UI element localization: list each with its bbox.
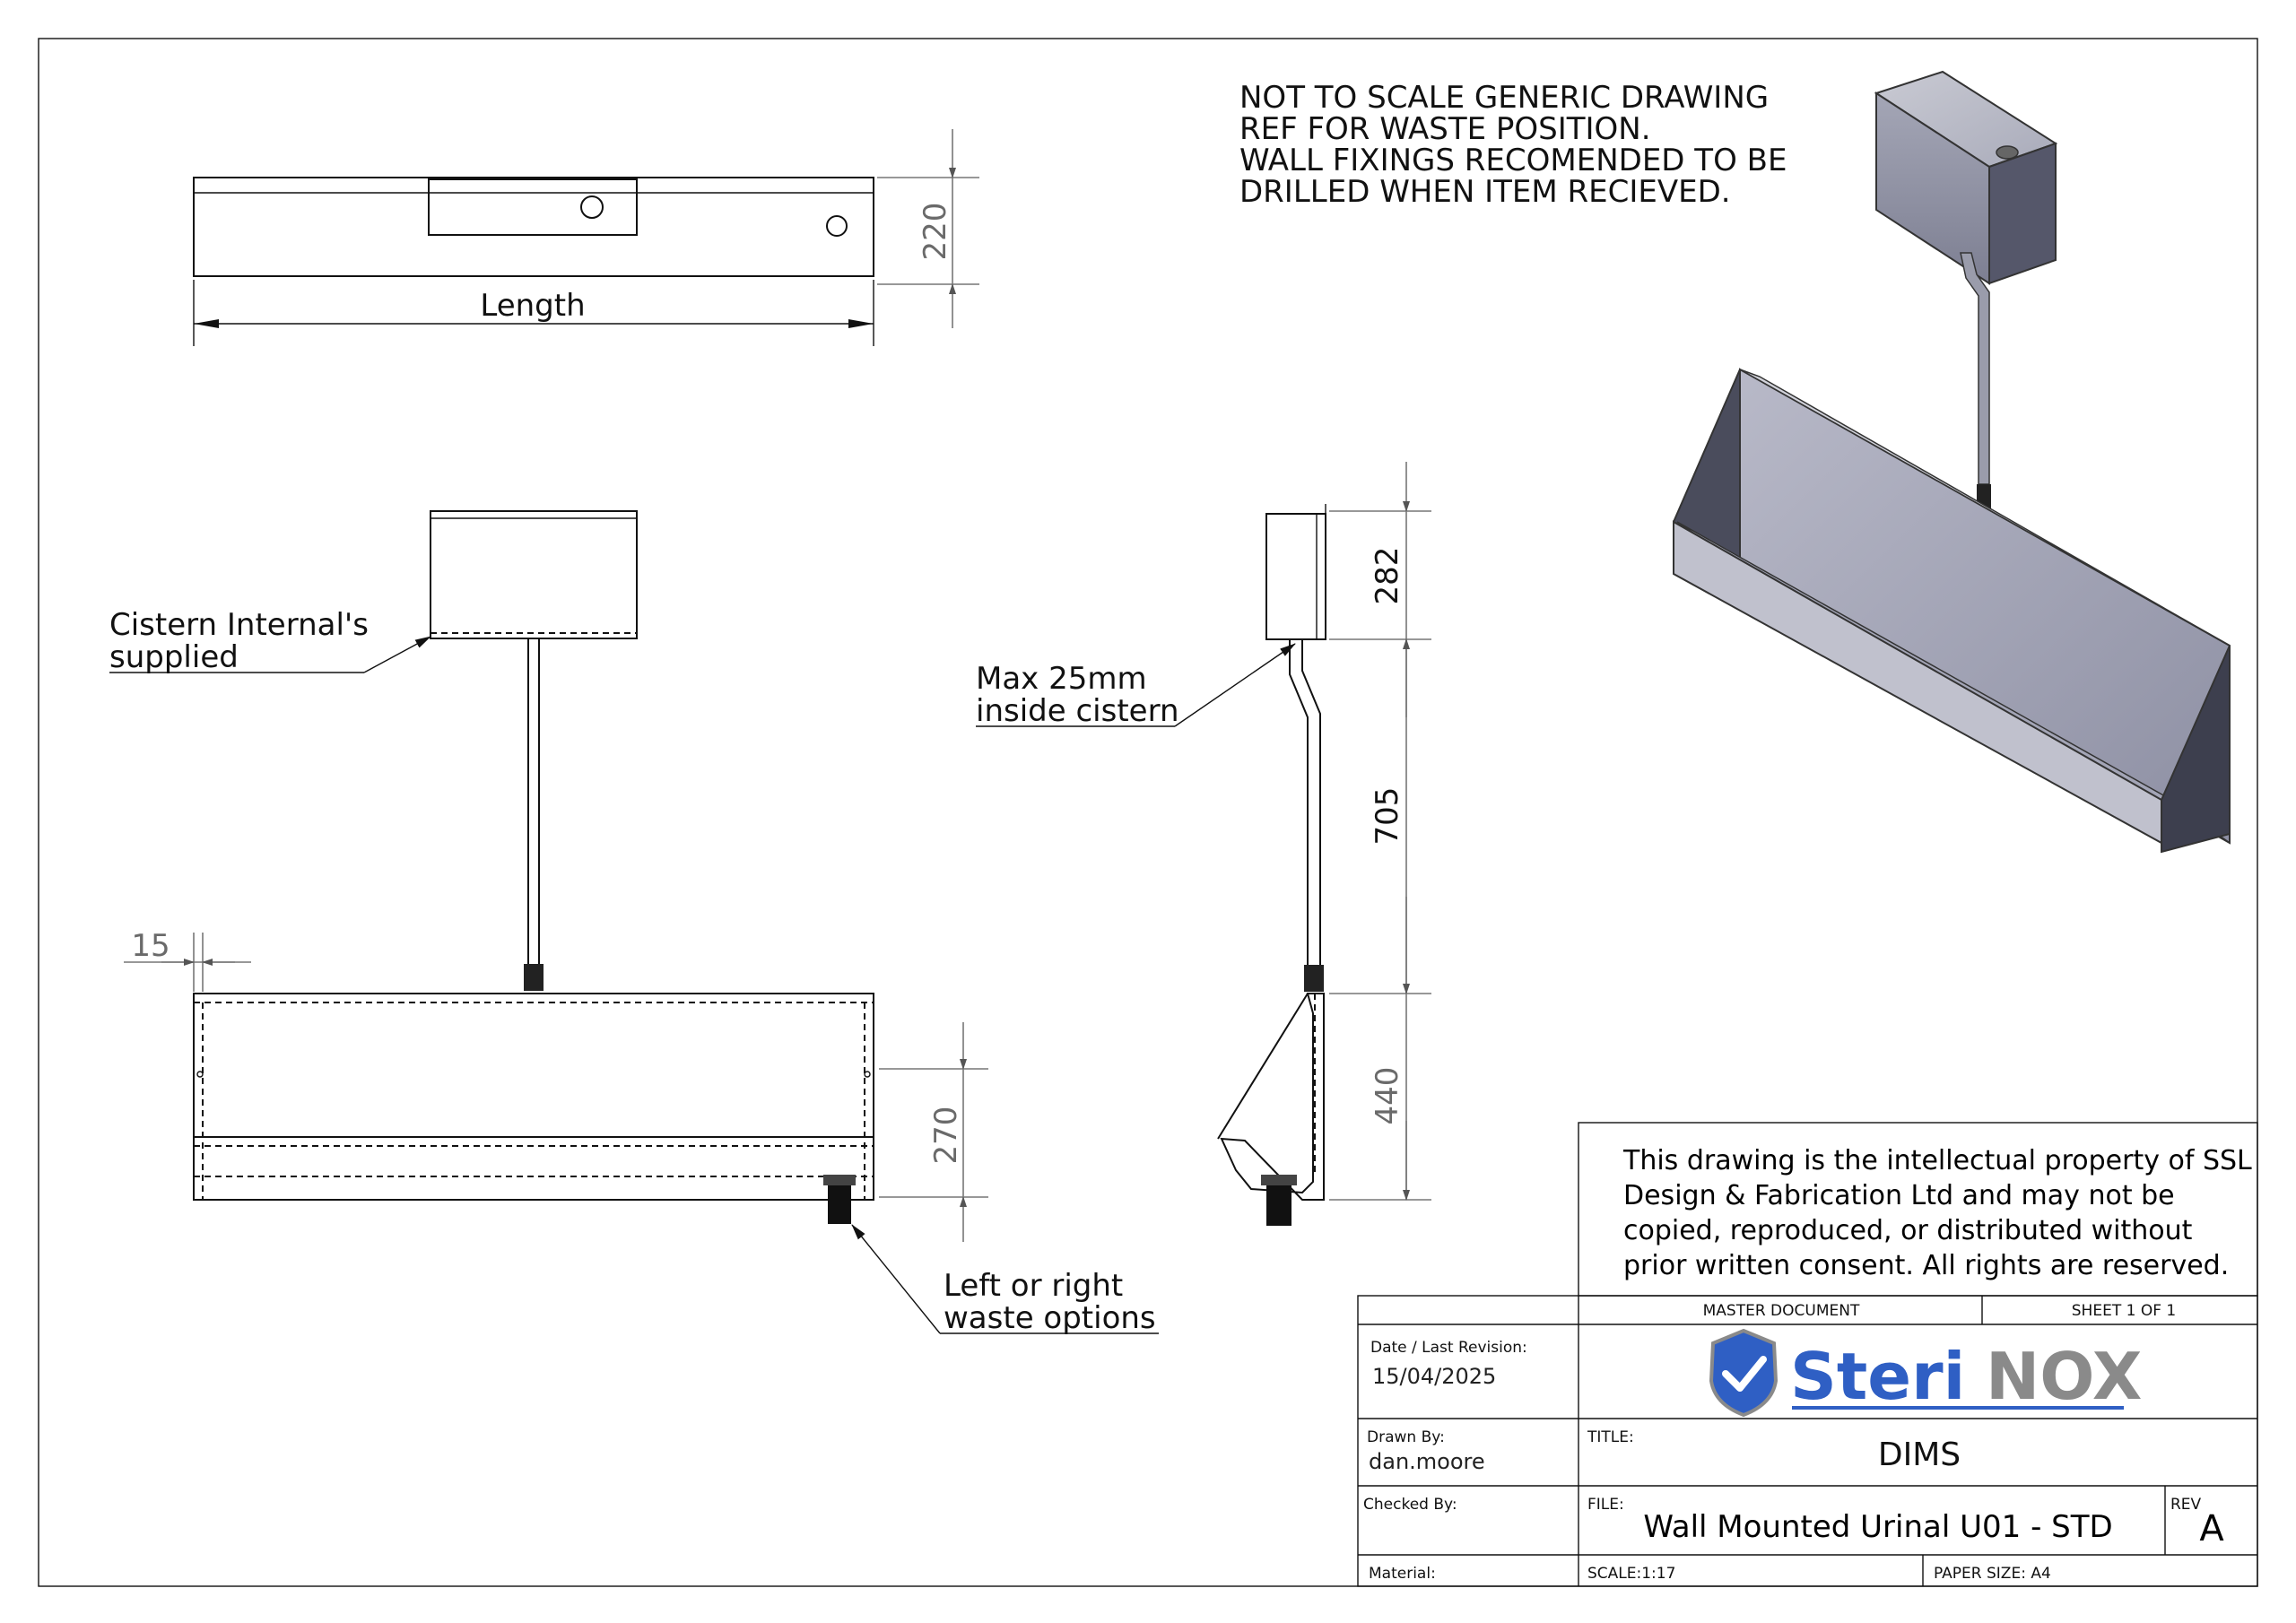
- note-line-4: DRILLED WHEN ITEM RECIEVED.: [1239, 174, 1731, 210]
- sheet-number: SHEET 1 OF 1: [2072, 1302, 2176, 1320]
- logo-text-nox: NOX: [1986, 1339, 2142, 1414]
- material-label: Material:: [1369, 1565, 1436, 1583]
- dim-440: 440: [1370, 1067, 1405, 1125]
- ip-notice: This drawing is the intellectual propert…: [1578, 1122, 2258, 1297]
- title-value: DIMS: [1878, 1436, 1961, 1473]
- waste-callout-line1: Left or right: [944, 1268, 1123, 1304]
- pipe-callout-line1: Max 25mm: [976, 661, 1147, 697]
- top-view: 220 Length: [193, 129, 979, 346]
- pipe-coupling: [524, 964, 544, 991]
- dim-15: 15: [131, 928, 170, 964]
- file-label: FILE:: [1587, 1496, 1624, 1514]
- drawn-by-label: Drawn By:: [1367, 1428, 1445, 1446]
- date-label: Date / Last Revision:: [1370, 1339, 1527, 1357]
- title-label: TITLE:: [1587, 1428, 1634, 1446]
- date-value: 15/04/2025: [1372, 1364, 1496, 1389]
- note-line-1: NOT TO SCALE GENERIC DRAWING: [1239, 80, 1769, 116]
- rev-value: A: [2199, 1508, 2224, 1549]
- side-view: 282 705 440 Max 25mm inside cistern: [976, 462, 1431, 1226]
- sterinox-logo: Steri NOX: [1709, 1328, 2142, 1418]
- sheet-border: [38, 38, 2258, 1587]
- ip-line-1: This drawing is the intellectual propert…: [1622, 1145, 2252, 1176]
- cistern-callout-line2: supplied: [109, 639, 239, 675]
- pipe-callout-line2: inside cistern: [976, 693, 1179, 729]
- cistern-callout-line1: Cistern Internal's: [109, 607, 369, 643]
- dim-270: 270: [928, 1107, 964, 1165]
- master-document: MASTER DOCUMENT: [1703, 1302, 1860, 1320]
- title-block: MASTER DOCUMENT SHEET 1 OF 1 Date / Last…: [1357, 1295, 2258, 1587]
- front-view: 15 270 Cistern Internal's supplied Left …: [109, 510, 1159, 1336]
- front-cistern: [430, 510, 638, 639]
- shield-check-icon: [1709, 1328, 1779, 1418]
- dim-705: 705: [1370, 787, 1405, 846]
- ip-line-4: prior written consent. All rights are re…: [1623, 1250, 2229, 1281]
- file-value: Wall Mounted Urinal U01 - STD: [1643, 1509, 2112, 1545]
- dim-220: 220: [918, 203, 953, 261]
- logo-text-steri: Steri: [1790, 1339, 1965, 1414]
- scale-value: SCALE:1:17: [1587, 1565, 1675, 1583]
- ip-line-2: Design & Fabrication Ltd and may not be: [1623, 1180, 2175, 1211]
- dim-length: Length: [480, 288, 585, 324]
- dim-282: 282: [1370, 547, 1405, 605]
- rev-label: REV: [2170, 1496, 2202, 1514]
- general-notes: NOT TO SCALE GENERIC DRAWING REF FOR WAS…: [1239, 80, 1787, 210]
- note-line-3: WALL FIXINGS RECOMENDED TO BE: [1239, 143, 1787, 178]
- drawn-by-value: dan.moore: [1369, 1449, 1485, 1474]
- note-line-2: REF FOR WASTE POSITION.: [1239, 111, 1651, 147]
- ip-line-3: copied, reproduced, or distributed witho…: [1623, 1215, 2193, 1246]
- top-cistern-plate: [428, 178, 638, 236]
- checked-by-label: Checked By:: [1363, 1496, 1457, 1514]
- paper-size-value: PAPER SIZE: A4: [1934, 1565, 2051, 1583]
- waste-callout-line2: waste options: [944, 1300, 1156, 1336]
- isometric-view: [1672, 70, 2231, 854]
- side-waste-outlet: [1266, 1179, 1292, 1226]
